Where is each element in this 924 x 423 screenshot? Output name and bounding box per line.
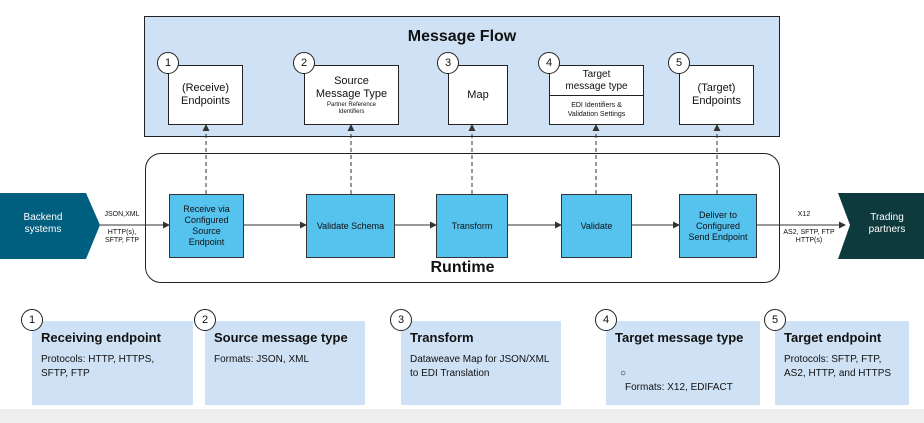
backend-line-1: Backend: [23, 212, 63, 223]
backend-systems-label: Backend systems: [4, 212, 82, 236]
trading-line-2: partners: [868, 224, 906, 235]
flow-step-4-top-line-1: Target: [582, 68, 611, 80]
note-source-message-type: Source message type Formats: JSON, XML: [205, 321, 365, 405]
runtime-step-validate: Validate: [561, 194, 632, 258]
flow-step-map: Map: [448, 65, 508, 125]
flow-step-1-number: 1: [157, 52, 179, 74]
trading-partners-shape: [838, 193, 924, 259]
flow-step-4-number: 4: [538, 52, 560, 74]
right-format-label: X12: [797, 211, 811, 218]
flow-step-1-line-2: Endpoints: [181, 95, 230, 107]
runtime-step-1-line-2: Configured Source: [184, 215, 229, 236]
note-5-title: Target endpoint: [784, 330, 882, 345]
left-format-label: JSON,XML: [104, 211, 140, 218]
note-5-number: 5: [764, 309, 786, 331]
backend-line-2: systems: [24, 224, 62, 235]
runtime-step-deliver: Deliver to Configured Send Endpoint: [679, 194, 757, 258]
runtime-step-4-line-1: Validate: [580, 220, 613, 231]
note-2-number: 2: [194, 309, 216, 331]
note-target-endpoint: Target endpoint Protocols: SFTP, FTP, AS…: [775, 321, 909, 405]
flow-step-2-small-1: Partner Reference: [326, 101, 377, 108]
runtime-title: Runtime: [430, 259, 495, 276]
flow-step-3-number: 3: [437, 52, 459, 74]
note-2-text: Formats: JSON, XML: [214, 354, 310, 365]
note-3-text: Dataweave Map for JSON/XML to EDI Transl…: [410, 354, 550, 379]
note-target-message-type: Target message type ○ Formats: X12, EDIF…: [606, 321, 760, 405]
runtime-step-1-line-1: Receive via: [183, 204, 230, 214]
flow-step-2-line-2: Message Type: [315, 87, 388, 100]
flow-step-4-top: Target message type: [550, 66, 643, 96]
flow-step-2-line-1: Source: [334, 74, 369, 87]
flow-step-receive-endpoints: (Receive) Endpoints: [168, 65, 243, 125]
right-protocol-line-2: HTTP(s): [795, 237, 823, 244]
trading-line-1: Trading: [870, 212, 904, 223]
flow-step-4-bottom-line-1: EDI Identifiers &: [571, 102, 622, 109]
flow-step-1-line-1: (Receive): [181, 82, 230, 94]
message-flow-title: Message Flow: [407, 28, 517, 45]
runtime-step-validate-schema: Validate Schema: [306, 194, 395, 258]
note-4-title: Target message type: [615, 330, 744, 345]
left-protocol-label: HTTP(s), SFTP, FTP: [100, 229, 144, 245]
flow-step-5-number: 5: [668, 52, 690, 74]
note-3-title: Transform: [410, 330, 474, 345]
runtime-step-2-line-1: Validate Schema: [316, 220, 385, 231]
runtime-step-1-line-3: Endpoint: [188, 237, 225, 247]
right-protocol-line-1: AS2, SFTP, FTP: [783, 229, 835, 236]
note-1-number: 1: [21, 309, 43, 331]
trading-partners-label: Trading partners: [852, 212, 922, 236]
runtime-step-5-line-3: Send Endpoint: [688, 231, 748, 242]
flow-step-2-number: 2: [293, 52, 315, 74]
left-protocol-line-2: SFTP, FTP: [104, 237, 140, 244]
right-protocol-label: AS2, SFTP, FTP HTTP(s): [780, 229, 838, 245]
backend-systems-shape: [0, 193, 100, 259]
note-3-number: 3: [390, 309, 412, 331]
runtime-step-5-line-2: Configured: [695, 220, 741, 231]
flow-step-2-small-2: Identifiers: [338, 108, 365, 115]
flow-step-5-line-1: (Target): [697, 82, 736, 94]
note-4-text-row: ○ Formats: X12, EDIFACT: [620, 353, 733, 395]
runtime-step-transform: Transform: [436, 194, 508, 258]
note-1-title: Receiving endpoint: [41, 330, 161, 345]
flow-step-source-message-type: Source Message Type Partner Reference Id…: [304, 65, 399, 125]
note-receiving-endpoint: Receiving endpoint Protocols: HTTP, HTTP…: [32, 321, 193, 405]
flow-step-4-bottom-line-2: Validation Settings: [567, 111, 626, 118]
flow-step-target-endpoints: (Target) Endpoints: [679, 65, 754, 125]
note-4-text: Formats: X12, EDIFACT: [625, 382, 733, 393]
bullet-circle-icon: ○: [620, 368, 627, 379]
runtime-step-5-line-1: Deliver to: [698, 209, 737, 220]
note-4-number: 4: [595, 309, 617, 331]
note-2-title: Source message type: [214, 330, 348, 345]
left-protocol-line-1: HTTP(s),: [107, 229, 137, 236]
flow-step-4-bottom: EDI Identifiers & Validation Settings: [550, 96, 643, 124]
note-5-text: Protocols: SFTP, FTP, AS2, HTTP, and HTT…: [784, 354, 892, 379]
footer-bar: [0, 409, 924, 423]
flow-step-3-line-1: Map: [467, 88, 489, 101]
flow-step-target-message-type: Target message type EDI Identifiers & Va…: [549, 65, 644, 125]
runtime-step-3-line-1: Transform: [451, 220, 493, 231]
flow-step-5-line-2: Endpoints: [692, 95, 741, 107]
note-transform: Transform Dataweave Map for JSON/XML to …: [401, 321, 561, 405]
note-1-text: Protocols: HTTP, HTTPS, SFTP, FTP: [41, 354, 155, 379]
runtime-step-receive: Receive via Configured Source Endpoint: [169, 194, 244, 258]
flow-step-4-top-line-2: message type: [565, 80, 628, 92]
